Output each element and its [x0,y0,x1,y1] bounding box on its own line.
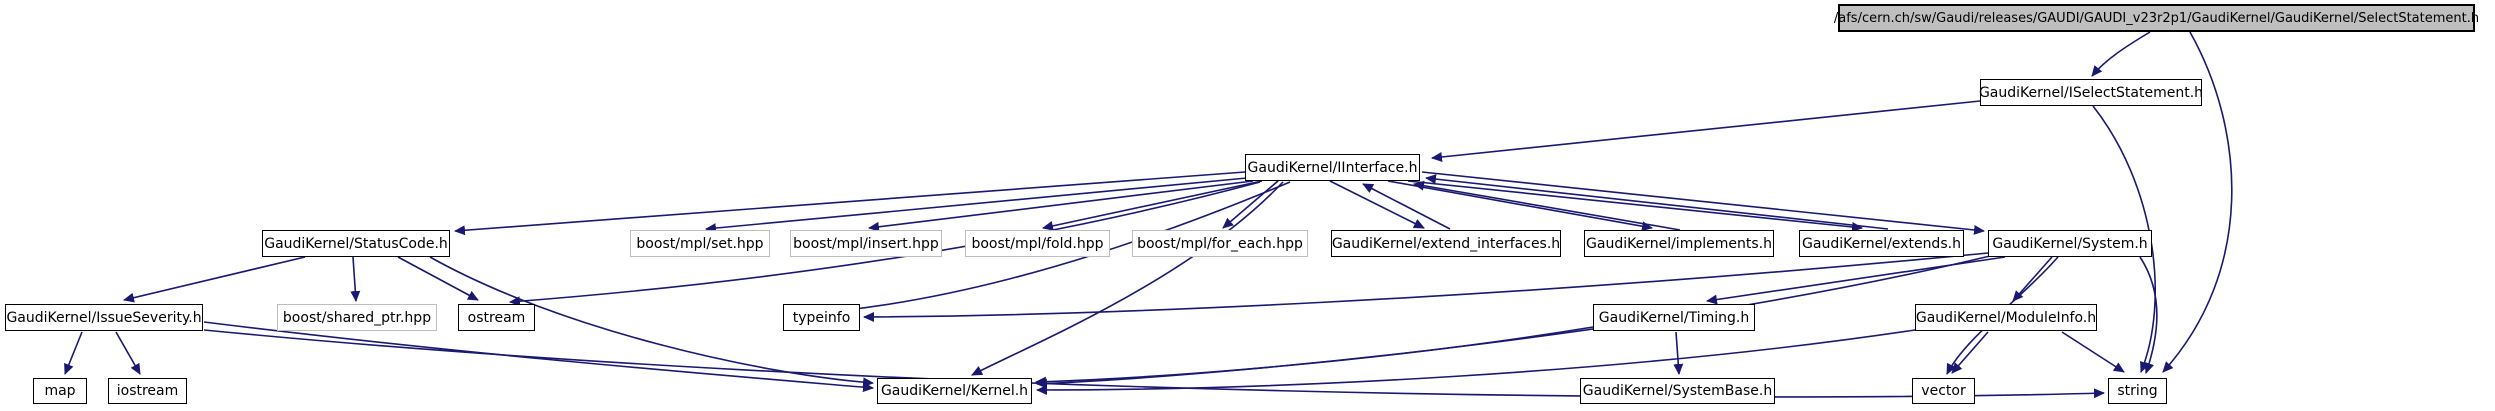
node-system[interactable]: GaudiKernel/System.h [1988,230,2152,257]
node-typeinfo: typeinfo [783,304,860,331]
edge-iinterface-mpl-insert [868,180,1254,232]
edge-extend-interfaces-iinterface [1362,183,1451,230]
edge-system-kernel [1036,255,1991,389]
edge-iinterface-extends [1407,180,1863,232]
node-mpl-fold: boost/mpl/fold.hpp [965,230,1110,257]
node-extend-interfaces[interactable]: GaudiKernel/extend_interfaces.h [1331,230,1561,257]
node-iselectstatement[interactable]: GaudiKernel/ISelectStatement.h [1979,79,2203,106]
edge-selectstatement-iselectstatement [2091,31,2151,77]
edge-implements-iinterface [1413,180,1681,231]
node-issueseverity[interactable]: GaudiKernel/IssueSeverity.h [5,304,203,331]
node-mpl-insert: boost/mpl/insert.hpp [790,230,942,257]
edge-system-moduleinfo [2012,256,2053,302]
node-statuscode[interactable]: GaudiKernel/StatusCode.h [262,230,450,257]
node-vector: vector [1912,378,1975,404]
edge-moduleinfo-vector [1951,331,1989,374]
edge-selectstatement-string [2162,31,2233,373]
node-mpl-set: boost/mpl/set.hpp [630,230,770,257]
node-moduleinfo[interactable]: GaudiKernel/ModuleInfo.h [1915,304,2097,331]
edge-timing-systembase [1673,331,1684,375]
edge-iinterface-statuscode [454,171,1246,236]
edge-iselectstatement-iinterface [1431,100,1981,162]
node-extends[interactable]: GaudiKernel/extends.h [1799,230,1964,257]
edge-statuscode-ostream [397,256,479,301]
edge-system-typeinfo [863,252,1989,322]
node-implements[interactable]: GaudiKernel/implements.h [1584,230,1774,257]
node-iostream: iostream [108,378,187,404]
node-ostream: ostream [458,304,535,331]
node-iinterface[interactable]: GaudiKernel/IInterface.h [1245,154,1420,181]
edge-statuscode-kernel [429,256,874,388]
edge-iinterface-extend-interfaces [1329,180,1425,229]
node-systembase[interactable]: GaudiKernel/SystemBase.h [1580,378,1775,404]
edge-iinterface-mpl-set [705,177,1248,234]
edge-iinterface-mpl-for-each [1222,180,1279,229]
edge-issueseverity-map [64,331,83,375]
edge-extends-iinterface [1425,174,1889,230]
edge-iinterface-system [1421,171,1985,235]
edge-system-string [2139,256,2158,374]
edge-issueseverity-kernel [203,321,874,393]
node-selectstatement: /afs/cern.ch/sw/Gaudi/releases/GAUDI/GAU… [1834,4,2479,32]
edge-moduleinfo-kernel [1036,329,1916,395]
edge-iinterface-implements [1387,180,1653,232]
node-kernel[interactable]: GaudiKernel/Kernel.h [877,378,1032,404]
node-mpl-for-each: boost/mpl/for_each.hpp [1132,230,1308,257]
edge-iinterface-kernel [971,181,1284,376]
edge-issueseverity-iostream [115,331,141,375]
node-string: string [2108,378,2167,404]
edge-iinterface-mpl-fold [1042,180,1263,231]
edge-timing-kernel [1035,326,1594,387]
edge-moduleinfo-string [2061,331,2125,373]
edge-iinterface-ostream [509,181,1261,307]
node-timing[interactable]: GaudiKernel/Timing.h [1593,304,1755,331]
node-map: map [33,378,87,404]
edge-issueseverity-string [203,329,2105,399]
node-shared-ptr: boost/shared_ptr.hpp [277,304,437,331]
edge-statuscode-shared-ptr [350,256,361,302]
edge-statuscode-issueseverity [123,256,306,303]
